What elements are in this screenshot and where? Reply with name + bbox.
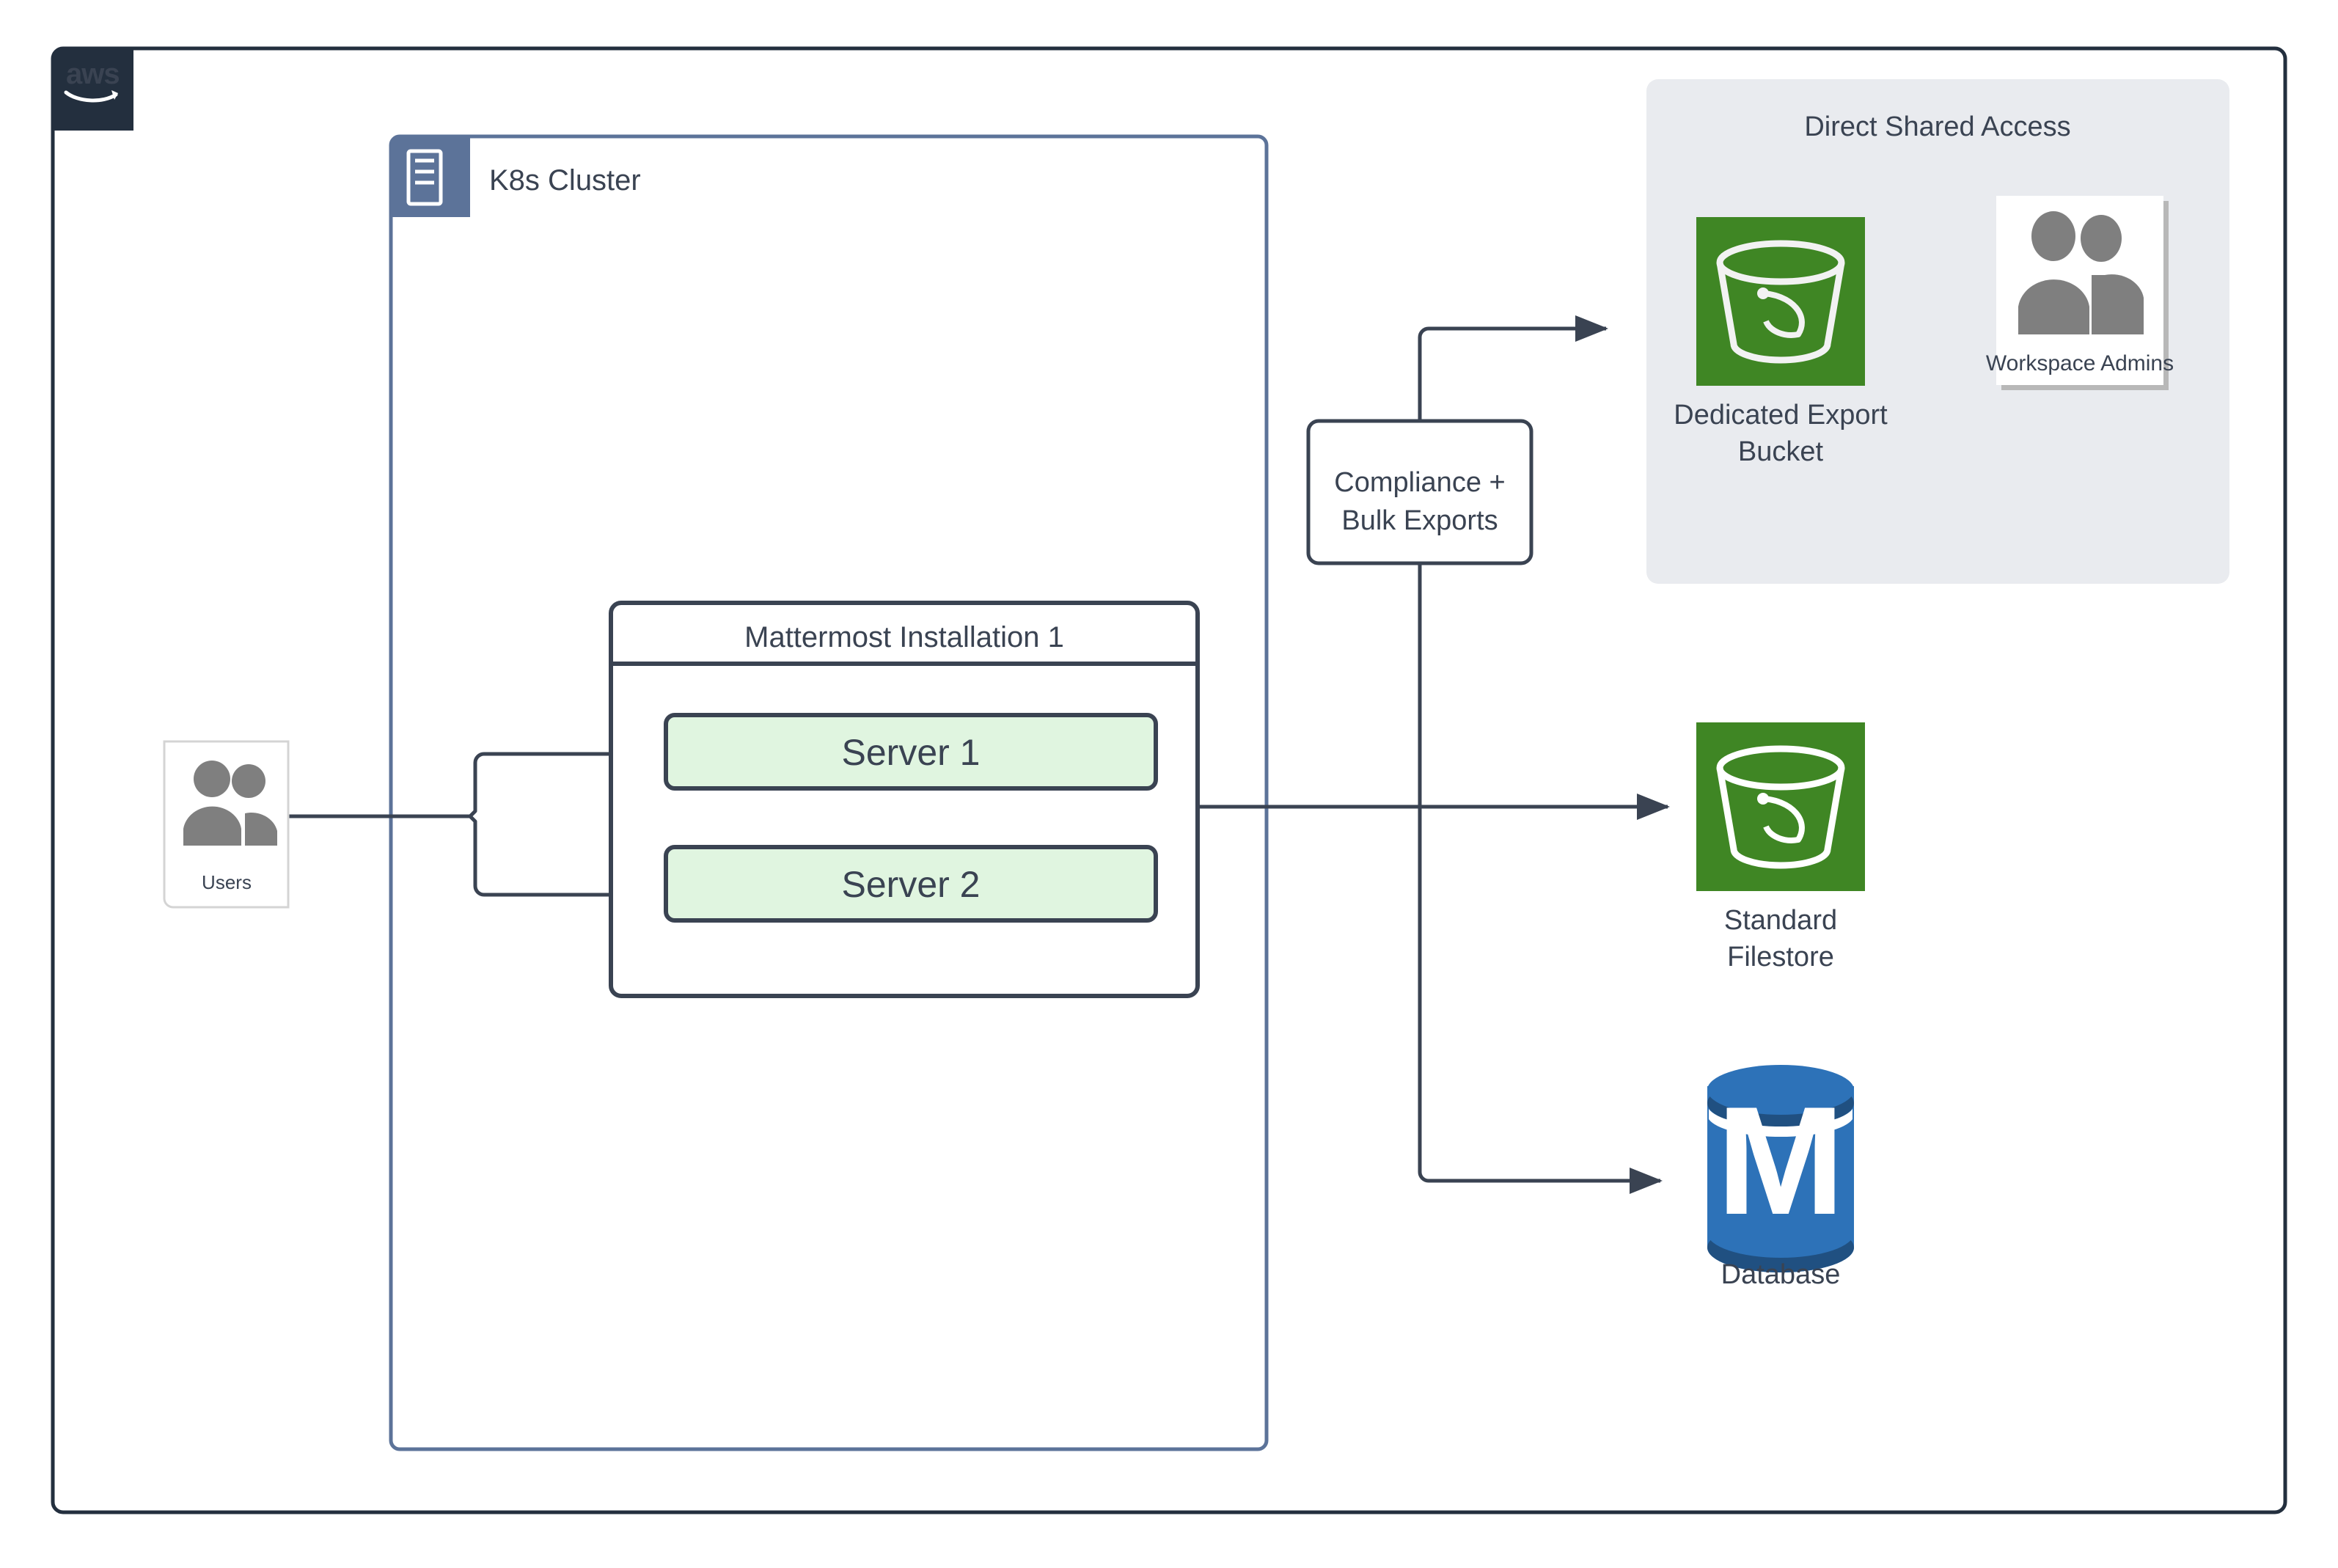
edge-compliance-to-database [1418, 563, 1663, 1194]
mattermost-database-icon: M [1707, 1065, 1854, 1272]
shared-group-title: Direct Shared Access [1804, 111, 2070, 142]
compliance-label-line1: Compliance + [1334, 467, 1505, 498]
aws-wordmark: aws [66, 58, 120, 90]
compliance-label-line2: Bulk Exports [1341, 505, 1498, 536]
workspace-admins-node[interactable]: Workspace Admins [1986, 196, 2174, 390]
edge-compliance-to-export-bucket [1418, 315, 1609, 421]
edge-users-to-server2 [469, 815, 651, 908]
standard-filestore-node[interactable]: Standard Filestore [1696, 722, 1865, 972]
database-node[interactable]: M Database [1707, 1065, 1854, 1290]
direct-shared-access-group: Direct Shared Access Dedicated Export Bu… [1646, 79, 2229, 584]
server-1-label: Server 1 [842, 732, 981, 773]
server-2-label: Server 2 [842, 864, 981, 905]
filestore-label-line2: Filestore [1727, 942, 1834, 972]
users-icon [2018, 211, 2144, 334]
k8s-cluster-label: K8s Cluster [489, 164, 641, 197]
users-icon [183, 761, 277, 846]
k8s-badge-background [391, 136, 470, 217]
dedicated-export-bucket-node[interactable]: Dedicated Export Bucket [1674, 217, 1888, 467]
users-node[interactable]: Users [163, 740, 290, 909]
aws-smile-tip-icon [111, 90, 118, 100]
export-bucket-label-line1: Dedicated Export [1674, 400, 1888, 431]
installation-title: Mattermost Installation 1 [744, 621, 1064, 653]
database-label: Database [1721, 1259, 1841, 1290]
aws-smile-icon [64, 90, 118, 103]
edge-users-to-server1 [469, 741, 651, 818]
server-2-node[interactable]: Server 2 [664, 845, 1158, 923]
users-label: Users [202, 871, 252, 893]
server-2-box [664, 845, 1158, 923]
aws-logo-icon: aws [64, 58, 120, 103]
s3-bucket-icon [1716, 240, 1845, 364]
mattermost-installation-container: Mattermost Installation 1 Server 1 Serve… [609, 601, 1200, 998]
server-1-node[interactable]: Server 1 [664, 713, 1158, 791]
workspace-admins-label: Workspace Admins [1986, 351, 2174, 375]
compliance-bulk-exports-node[interactable]: Compliance + Bulk Exports [1306, 419, 1533, 565]
filestore-label-line1: Standard [1724, 905, 1837, 936]
aws-badge-background [53, 48, 133, 131]
server-1-box [664, 713, 1158, 791]
database-glyph: M [1717, 1074, 1845, 1247]
export-bucket-label-line2: Bucket [1738, 436, 1824, 467]
s3-bucket-icon [1716, 745, 1845, 869]
compliance-box [1306, 419, 1533, 565]
server-rack-icon [406, 149, 443, 206]
